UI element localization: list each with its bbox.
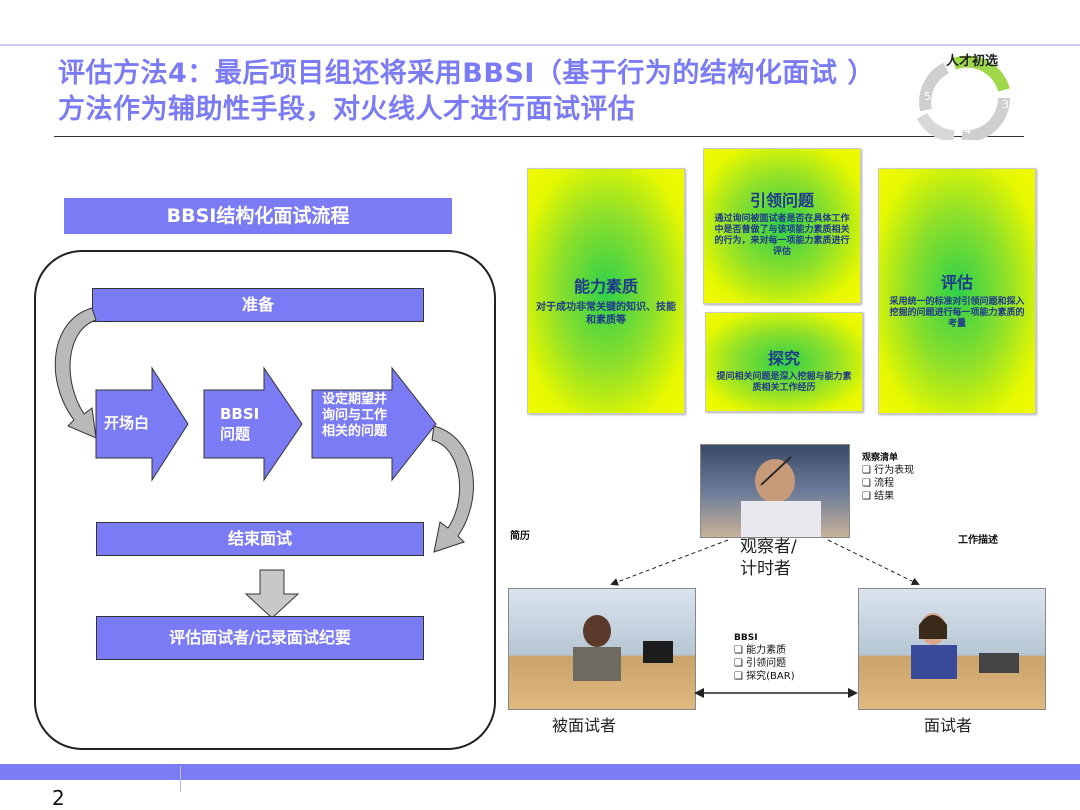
job-description-label: 工作描述 — [958, 534, 998, 547]
logo-number-4: 4 — [964, 124, 971, 137]
top-divider — [0, 44, 1080, 46]
flow-frame — [34, 250, 496, 750]
down-arrow-icon — [246, 570, 298, 618]
card-evaluate: 评估 采用统一的标准对引领问题和探入挖掘的问题进行每一项能力素质的考量 — [878, 168, 1036, 414]
card-lead-question: 引领问题 通过询问被面试者是否在具体工作中是否曾做了与该项能力素质相关的行为，来… — [703, 148, 861, 304]
dashed-arrows — [600, 536, 930, 596]
flow-title: BBSI结构化面试流程 — [64, 198, 452, 234]
logo-number-3: 3 — [1002, 98, 1009, 111]
card-probe-text: 提问相关问题是深入挖掘与能力素质相关工作经历 — [706, 372, 862, 394]
curved-arrow-left-icon — [40, 300, 100, 460]
step-prepare: 准备 — [92, 288, 424, 322]
card-probe: 探究 提问相关问题是深入挖掘与能力素质相关工作经历 — [705, 312, 863, 412]
checklist-item-1: ❑ 行为表现 — [862, 464, 914, 477]
title-underline — [54, 136, 1024, 137]
resume-label: 简历 — [510, 530, 530, 543]
step-opening-label: 开场白 — [104, 414, 164, 432]
step-close-interview: 结束面试 — [96, 522, 424, 556]
observer-figure-icon — [701, 445, 849, 537]
card-evaluate-title: 评估 — [879, 269, 1035, 293]
card-lead-title: 引领问题 — [704, 187, 860, 211]
bbsi-list: ❑ 能力素质 ❑ 引领问题 ❑ 探究(BAR) — [734, 644, 795, 683]
card-competency-text: 对于成功非常关键的知识、技能和素质等 — [528, 301, 684, 327]
footer-divider — [180, 766, 181, 792]
interviewee-figure-icon — [509, 589, 695, 709]
checklist-item-3: ❑ 结果 — [862, 490, 914, 503]
checklist: ❑ 行为表现 ❑ 流程 ❑ 结果 — [862, 464, 914, 503]
interviewer-figure-icon — [859, 589, 1045, 709]
step-expectation-label: 设定期望并询问与工作相关的问题 — [322, 392, 388, 440]
page-title: 评估方法4：最后项目组还将采用BBSI（基于行为的结构化面试 ） 方法作为辅助性… — [58, 56, 908, 128]
card-probe-title: 探究 — [706, 345, 862, 369]
card-evaluate-text: 采用统一的标准对引领问题和探入挖掘的问题进行每一项能力素质的考量 — [879, 297, 1035, 330]
bbsi-item-2: ❑ 引领问题 — [734, 657, 795, 670]
footer-bottom — [0, 780, 1080, 810]
checklist-item-2: ❑ 流程 — [862, 477, 914, 490]
interviewer-photo — [858, 588, 1046, 710]
double-arrow-icon — [694, 686, 858, 700]
logo-label: 人才初选 — [946, 50, 998, 69]
observer-photo — [700, 444, 850, 538]
step-evaluate: 评估面试者/记录面试纪要 — [96, 616, 424, 660]
card-competency-title: 能力素质 — [528, 273, 684, 297]
curved-arrow-right-icon — [428, 418, 490, 570]
logo-number-5: 5 — [924, 90, 931, 103]
interviewee-label: 被面试者 — [552, 712, 616, 736]
step-bbsi-label: BBSI问题 — [220, 404, 264, 444]
bbsi-item-1: ❑ 能力素质 — [734, 644, 795, 657]
interviewer-label: 面试者 — [924, 712, 972, 736]
interviewee-photo — [508, 588, 696, 710]
card-lead-text: 通过询问被面试者是否在具体工作中是否曾做了与该项能力素质相关的行为，来对每一项能… — [704, 214, 860, 258]
bbsi-item-3: ❑ 探究(BAR) — [734, 670, 795, 683]
card-competency: 能力素质 对于成功非常关键的知识、技能和素质等 — [527, 168, 685, 414]
page-number: 2 — [52, 786, 65, 810]
